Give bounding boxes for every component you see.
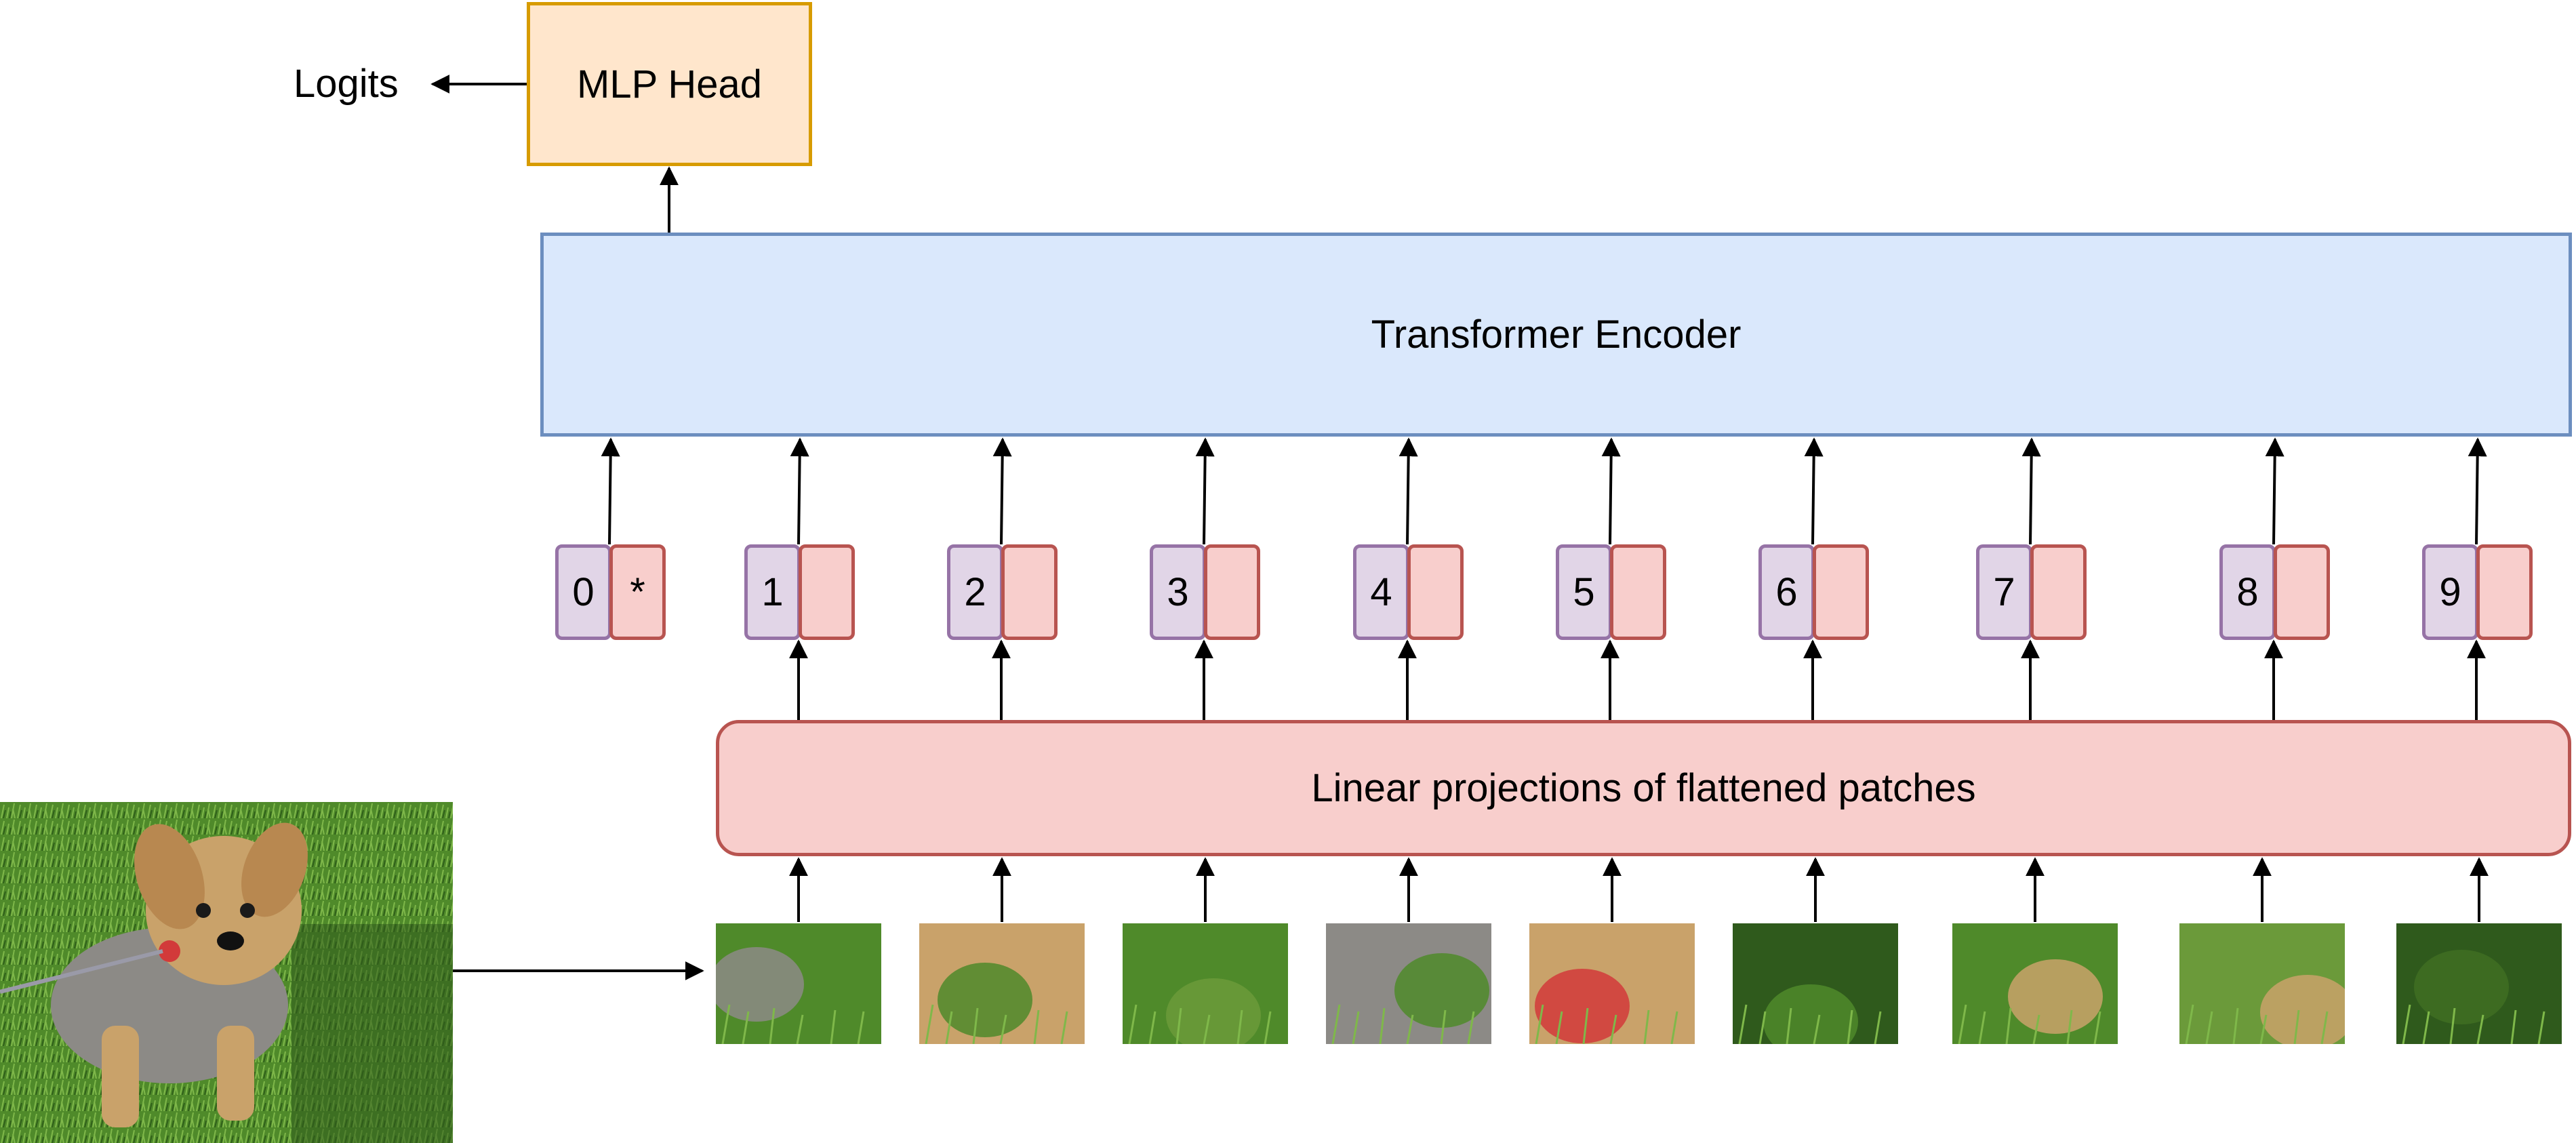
patch-embedding-1 [799, 544, 855, 640]
input-image [0, 802, 453, 1143]
image-patch-2 [919, 923, 1085, 1044]
image-patch-6 [1733, 923, 1898, 1044]
patch-embedding-4 [1407, 544, 1464, 640]
patch-embedding-5 [1610, 544, 1666, 640]
patch-image [716, 923, 881, 1044]
patch-embedding-6 [1813, 544, 1869, 640]
arrow-token-0-to-encoder [601, 437, 620, 545]
patch-embedding-2 [1001, 544, 1058, 640]
image-patch-4 [1326, 923, 1491, 1044]
image-patch-1 [716, 923, 881, 1044]
patch-image [919, 923, 1085, 1044]
dog-photo-illustration [0, 802, 453, 1143]
patch-embedding-7 [2030, 544, 2087, 640]
arrow-token-8-to-encoder [2265, 437, 2285, 545]
image-patch-3 [1123, 923, 1288, 1044]
position-token-1: 1 [744, 544, 801, 640]
linear-projection-label: Linear projections of flattened patches [1311, 766, 1976, 810]
position-token-9: 9 [2422, 544, 2478, 640]
patch-image [1952, 923, 2118, 1044]
transformer-encoder-label: Transformer Encoder [1371, 313, 1742, 357]
position-token-8: 8 [2219, 544, 2276, 640]
arrow-token-1-to-encoder [790, 437, 809, 545]
arrow-token-2-to-encoder [992, 437, 1012, 545]
patch-image [1529, 923, 1695, 1044]
patch-image [1326, 923, 1491, 1044]
patch-embedding-8 [2274, 544, 2330, 640]
position-token-3: 3 [1150, 544, 1206, 640]
image-patch-7 [1952, 923, 2118, 1044]
image-patch-8 [2179, 923, 2345, 1044]
patch-image [2179, 923, 2345, 1044]
arrow-token-6-to-encoder [1804, 437, 1824, 545]
logits-label: Logits [294, 62, 399, 106]
arrow-token-4-to-encoder [1398, 437, 1418, 545]
arrow-token-5-to-encoder [1601, 437, 1621, 545]
patch-embedding-9 [2476, 544, 2533, 640]
patch-image [1123, 923, 1288, 1044]
patch-embedding-0: * [609, 544, 666, 640]
patch-image [2396, 923, 2562, 1044]
mlp-head-box: MLP Head [527, 2, 812, 166]
image-patch-9 [2396, 923, 2562, 1044]
image-patch-5 [1529, 923, 1695, 1044]
transformer-encoder-box: Transformer Encoder [540, 233, 2572, 437]
arrow-token-3-to-encoder [1195, 437, 1215, 545]
patch-embedding-3 [1204, 544, 1260, 640]
position-token-2: 2 [947, 544, 1003, 640]
arrow-token-7-to-encoder [2021, 437, 2041, 545]
patch-image [1733, 923, 1898, 1044]
mlp-head-label: MLP Head [577, 62, 762, 106]
position-token-4: 4 [1353, 544, 1409, 640]
linear-projection-box: Linear projections of flattened patches [716, 720, 2571, 856]
arrow-token-9-to-encoder [2468, 437, 2487, 545]
